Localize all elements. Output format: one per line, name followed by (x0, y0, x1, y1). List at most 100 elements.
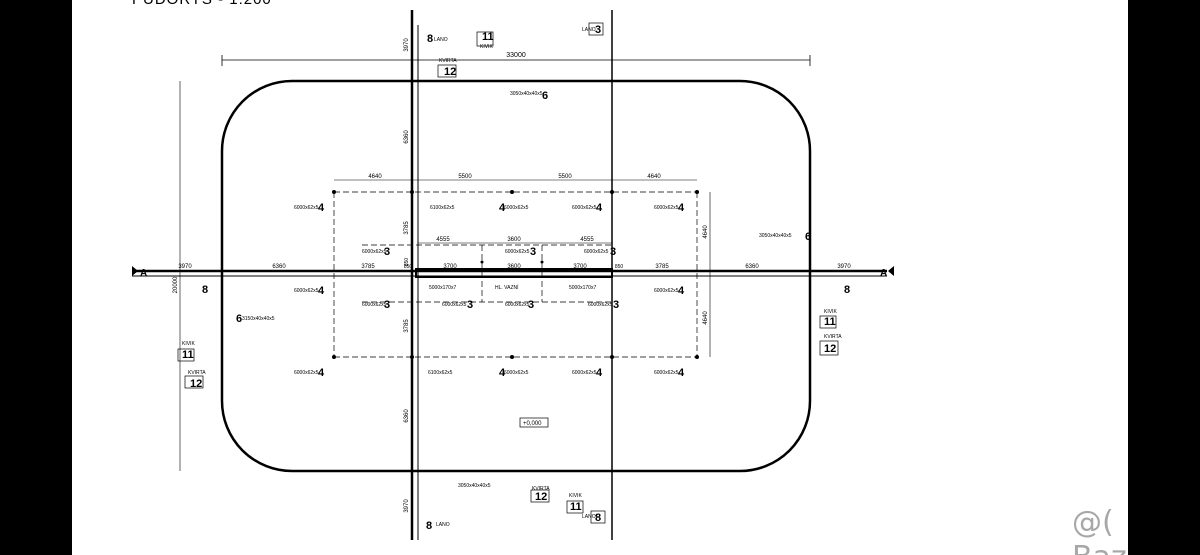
label-lano: LANO (436, 522, 450, 528)
member-label: 6000x62x5 (294, 205, 319, 211)
label-kvirta: KVIRTA (824, 334, 842, 340)
vertical-span-top-1: 3970 (404, 38, 410, 52)
member-label: 6000x62x5 (654, 288, 679, 294)
section-marker-left: A (132, 266, 147, 279)
mark-3: 3 (530, 246, 536, 258)
label-kvirta: KVIRTA (532, 486, 550, 492)
mark-4: 4 (596, 367, 603, 379)
dimension-top-label: 33000 (506, 52, 526, 59)
member-label: 6000x62x5 (584, 249, 609, 255)
mark-11: 11 (570, 501, 582, 513)
mark-8: 8 (844, 284, 850, 296)
axis-span-left-1: 3970 (178, 264, 192, 270)
label-lano: LANO (582, 514, 596, 520)
member-label: 6000x62x5 (362, 302, 387, 308)
member-label: 5000x170x7 (429, 285, 456, 291)
member-label: 3150x40x40x5 (242, 316, 275, 322)
mark-3: 3 (528, 299, 534, 311)
mark-8: 8 (595, 512, 601, 524)
inner-span-3: 4555 (580, 237, 594, 243)
label-kivik: KIVIK (480, 44, 493, 50)
mark-6: 6 (542, 90, 548, 102)
vertical-span-top-2: 6360 (404, 130, 410, 144)
mark-6: 6 (236, 313, 242, 325)
watermark: @( Bazos.cz (1072, 505, 1128, 555)
axis-center-span-1: 3700 (443, 264, 457, 270)
mark-4: 4 (318, 202, 325, 214)
member-label: 6000x62x5 (294, 370, 319, 376)
member-label: HL. VAZNÍ (495, 284, 519, 291)
dashed-grid (333, 191, 698, 358)
level-mark-box (519, 417, 549, 428)
label-lano: LANO (434, 37, 448, 43)
member-label: 6000x62x5 (442, 302, 467, 308)
member-label: 6000x62x5 (654, 205, 679, 211)
label-kvirta: KVIRTA (188, 370, 206, 376)
member-label: 6000x62x5 (572, 205, 597, 211)
member-label: 5000x170x7 (569, 285, 596, 291)
mark-numbers: 12 11 3 8 6 6 6 4 4 4 4 4 4 3 3 3 3 3 3 … (182, 24, 850, 532)
label-kivik: KIVIK (569, 493, 582, 499)
label-kivik: KIVIK (182, 341, 195, 347)
member-label: 6100x62x5 (430, 205, 455, 211)
axis-span-right-4: 3970 (837, 264, 851, 270)
row-span-3: 5500 (558, 174, 572, 180)
member-label: 6100x62x5 (428, 370, 453, 376)
vertical-span-top-3: 3785 (404, 221, 410, 235)
mark-12: 12 (824, 343, 836, 355)
mark-3: 3 (595, 24, 601, 36)
mark-boxes (177, 22, 839, 524)
label-kivik: KIVIK (824, 309, 837, 315)
mark-4: 4 (318, 367, 325, 379)
mark-3: 3 (384, 299, 390, 311)
mark-11: 11 (824, 316, 836, 328)
mark-8: 8 (427, 33, 433, 45)
axis-span-left-2: 6360 (272, 264, 286, 270)
mark-8: 8 (202, 284, 208, 296)
mark-4: 4 (499, 202, 506, 214)
axis-span-right-1: 850 (615, 264, 624, 270)
mark-3: 3 (613, 299, 619, 311)
vertical-span-top-4: 850 (404, 258, 410, 267)
support-nodes (332, 190, 699, 359)
drawing-sheet: PŮDORYS - 1:200 33000 (72, 0, 1128, 555)
member-label: 6000x62x5 (294, 288, 319, 294)
member-label: 6000x62x5 (505, 302, 530, 308)
mark-12: 12 (190, 378, 202, 390)
label-kvirta: KVIRTA (439, 58, 457, 64)
inner-span-2: 3600 (507, 237, 521, 243)
svg-text:A: A (140, 268, 147, 279)
level-mark: +0,000 (523, 421, 542, 427)
member-labels: 6000x62x5 6100x62x5 6000x62x5 6000x62x5 … (182, 27, 842, 528)
side-span-right-2: 4640 (703, 311, 709, 325)
vertical-span-bottom-3: 3970 (404, 499, 410, 513)
member-label: 3050x40x40x5 (458, 483, 491, 489)
member-label: 3050x40x40x5 (759, 233, 792, 239)
member-label: 6000x62x5 (504, 205, 529, 211)
member-label: 3050x40x40x5 (510, 91, 543, 97)
member-label: 6000x62x5 (572, 370, 597, 376)
axis-center-span-2: 3600 (507, 264, 521, 270)
row-span-2: 5500 (458, 174, 472, 180)
axis-center-span-3: 3700 (573, 264, 587, 270)
mark-8: 8 (426, 520, 432, 532)
mark-3: 3 (467, 299, 473, 311)
vertical-span-bottom-1: 3785 (404, 319, 410, 333)
mark-3: 3 (384, 246, 390, 258)
member-label: 6000x62x5 (504, 370, 529, 376)
mark-4: 4 (499, 367, 506, 379)
member-label: 6000x62x5 (362, 249, 387, 255)
axis-span-left-4: 850 (404, 264, 413, 270)
mark-4: 4 (596, 202, 603, 214)
floor-plan-drawing: 33000 4640 5500 5500 4640 4555 (132, 10, 894, 540)
mark-11: 11 (482, 31, 494, 43)
member-label: 6000x62x5 (654, 370, 679, 376)
side-span-left: 20000 (173, 276, 179, 293)
row-span-4: 4640 (647, 174, 661, 180)
axis-span-left-3: 3785 (361, 264, 375, 270)
mark-12: 12 (535, 491, 547, 503)
drawing-title: PŮDORYS - 1:200 (132, 0, 272, 8)
axis-span-right-2: 3785 (655, 264, 669, 270)
mark-4: 4 (318, 285, 325, 297)
